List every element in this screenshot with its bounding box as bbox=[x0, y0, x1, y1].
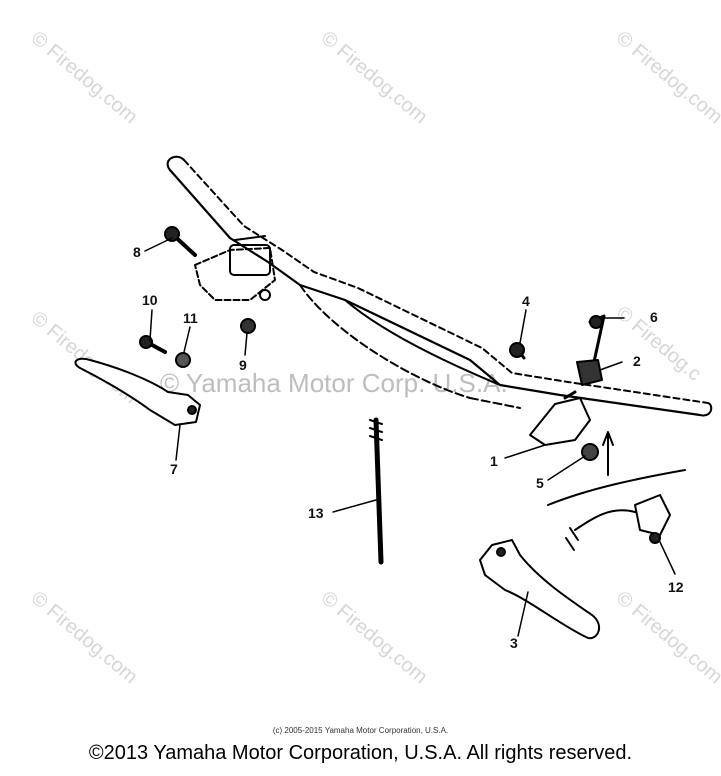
callout-8: 8 bbox=[133, 244, 141, 260]
part-4-bolt bbox=[509, 342, 526, 360]
part-2-clamp bbox=[576, 359, 603, 386]
callout-4: 4 bbox=[522, 293, 530, 309]
callout-2: 2 bbox=[633, 353, 641, 369]
watermark-center: © Yamaha Motor Corp. U.S.A. bbox=[160, 368, 508, 398]
watermark-bottom-right: © Firedog.com bbox=[612, 587, 721, 688]
callout-9: 9 bbox=[239, 357, 247, 373]
assembly-arrow bbox=[547, 431, 686, 506]
part-1-holder bbox=[529, 390, 591, 446]
callout-12: 12 bbox=[668, 579, 684, 595]
watermark-bottom-center: © Firedog.com bbox=[317, 587, 432, 688]
callout-3: 3 bbox=[510, 635, 518, 651]
part-5-nut bbox=[581, 443, 599, 461]
watermark-top-center: © Firedog.com bbox=[317, 27, 432, 128]
watermark-bottom-left: © Firedog.com bbox=[27, 587, 142, 688]
callout-5: 5 bbox=[536, 475, 544, 491]
callout-1: 1 bbox=[490, 453, 498, 469]
watermark-layer: © Firedog.com © Firedog.com © Firedog.co… bbox=[27, 27, 721, 688]
footer-copyright: ©2013 Yamaha Motor Corporation, U.S.A. A… bbox=[88, 742, 633, 764]
leader-lines bbox=[144, 237, 676, 637]
callout-10: 10 bbox=[142, 292, 158, 308]
part-9-nut bbox=[240, 318, 256, 334]
fine-copyright: (c) 2005-2015 Yamaha Motor Corporation, … bbox=[272, 726, 449, 735]
callout-11: 11 bbox=[183, 310, 198, 326]
part-3-lever bbox=[479, 539, 601, 640]
part-8-bolt bbox=[164, 226, 197, 257]
callout-7: 7 bbox=[170, 461, 178, 477]
callout-6: 6 bbox=[650, 309, 658, 325]
part-12-switch bbox=[565, 494, 671, 551]
watermark-mid-right: © Firedog.c bbox=[612, 302, 706, 385]
part-13-cable bbox=[369, 417, 384, 565]
part-6-bolt bbox=[588, 314, 606, 364]
part-7-lever bbox=[74, 357, 201, 426]
callout-labels: 8 9 10 11 7 13 4 6 2 1 5 12 3 bbox=[133, 244, 684, 651]
part-11-nut bbox=[175, 352, 191, 368]
watermark-top-left: © Firedog.com bbox=[27, 27, 142, 128]
watermark-top-right: © Firedog.com bbox=[612, 27, 721, 128]
left-perch-assembly bbox=[194, 235, 276, 301]
callout-13: 13 bbox=[308, 505, 324, 521]
part-10-bolt bbox=[139, 335, 167, 354]
